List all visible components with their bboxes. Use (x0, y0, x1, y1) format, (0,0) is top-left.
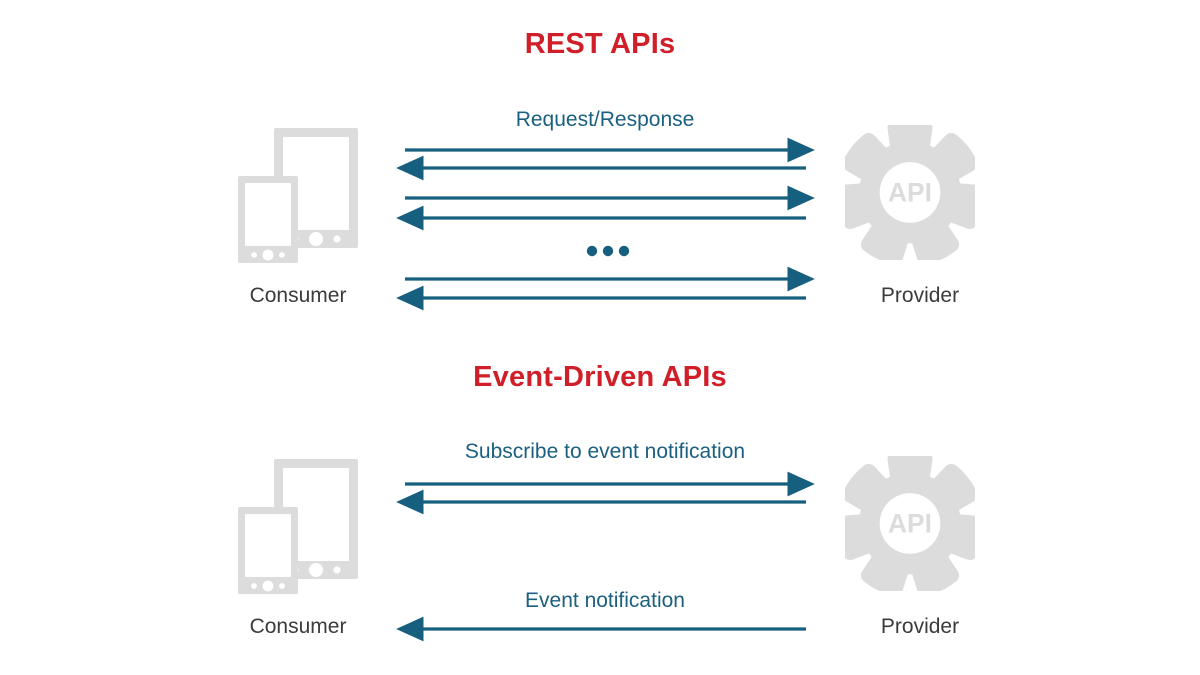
provider-label-event: Provider (880, 615, 960, 638)
section-title-rest: REST APIs (524, 28, 676, 60)
flow-label-request-response: Request/Response (515, 108, 695, 131)
consumer-device-icon-rest (238, 128, 358, 268)
gear-api-text: API (888, 177, 932, 207)
section-title-event-driven: Event-Driven APIs (473, 361, 727, 393)
provider-gear-icon-rest: API (835, 118, 985, 265)
provider-gear-icon-event: API (835, 449, 985, 596)
gear-api-icon: API (835, 118, 985, 265)
flow-label-subscribe: Subscribe to event notification (464, 440, 746, 463)
flow-label-event-notification: Event notification (525, 589, 685, 612)
provider-label-rest: Provider (880, 284, 960, 307)
gear-api-icon: API (835, 449, 985, 596)
gear-api-text: API (888, 508, 932, 538)
ellipsis-dots (586, 245, 630, 257)
consumer-device-icon-event (238, 459, 358, 599)
tablet-and-phone-icon (238, 459, 358, 594)
consumer-label-event: Consumer (249, 615, 347, 638)
consumer-label-rest: Consumer (249, 284, 347, 307)
tablet-and-phone-icon (238, 128, 358, 263)
